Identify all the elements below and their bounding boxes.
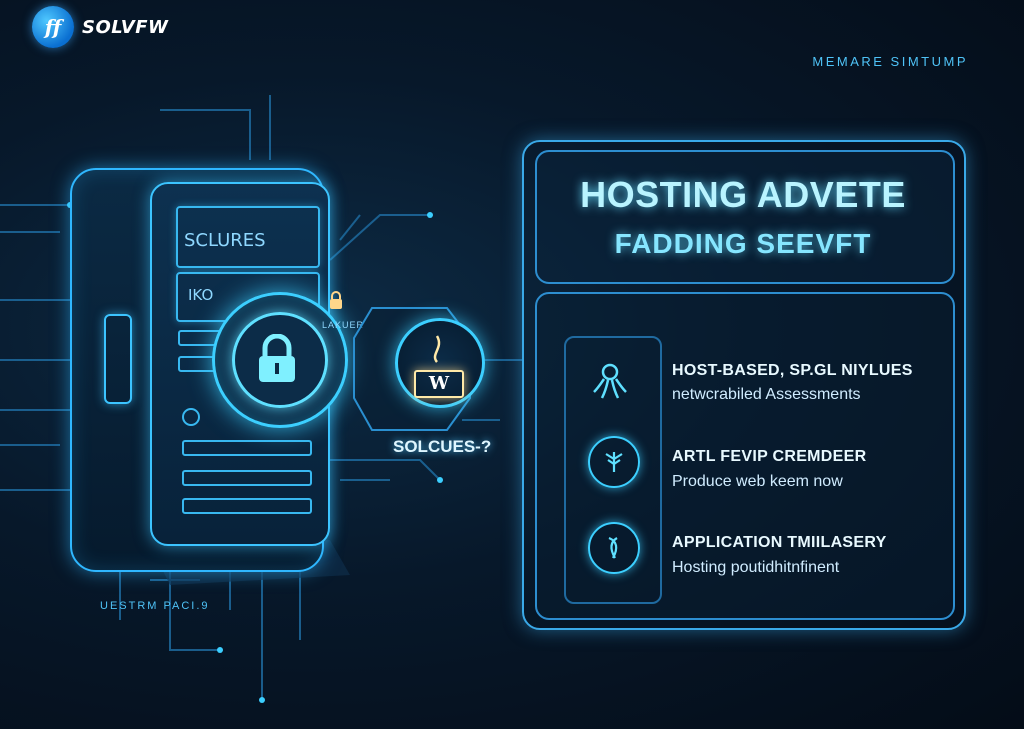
feature-subtitle: Produce web keem now	[672, 473, 843, 490]
header-box	[535, 150, 955, 284]
octopus-icon	[586, 358, 634, 406]
list-item	[588, 522, 640, 574]
list-item	[588, 436, 640, 488]
server-screen: SCLURES	[176, 206, 320, 268]
padlock-icon	[259, 334, 295, 382]
page-title: HOSTING ADVETE	[580, 174, 906, 215]
logo-icon: ff	[32, 6, 74, 48]
server-handle	[104, 314, 132, 404]
server-screen-label: SCLURES	[184, 230, 266, 251]
feature-subtitle: Hosting poutidhitnfinent	[672, 559, 840, 576]
lock-ring-inner	[232, 312, 328, 408]
server-slot	[182, 470, 312, 486]
list-item	[586, 358, 634, 406]
brand-logo[interactable]: ff SOLVFW	[32, 6, 168, 48]
info-panel	[522, 140, 966, 630]
shield-leaf-icon	[588, 436, 640, 488]
steam-icon	[433, 335, 441, 363]
server-panel-label: IKO	[188, 286, 214, 304]
web-badge-circle	[395, 318, 485, 408]
web-badge: W	[414, 370, 464, 398]
server-button-icon	[182, 408, 200, 426]
server-slot	[182, 498, 312, 514]
brand-name: SOLVFW	[82, 16, 169, 38]
feature-title: APPLICATION TMIILASERY	[672, 534, 887, 551]
feature-icon-column	[564, 336, 662, 604]
feature-subtitle: netwcrabiled Assessments	[672, 386, 861, 403]
feather-icon	[588, 522, 640, 574]
feature-title: ARTL FEVIP CREMDEER	[672, 448, 867, 465]
feature-title: HOST-BASED, SP.GL NIYLUES	[672, 362, 913, 379]
page-subtitle: FADDING SEEVFT	[614, 228, 872, 259]
bottom-tagline: UESTRM PACI.9	[100, 600, 210, 612]
server-slot	[182, 440, 312, 456]
small-lock-label: LAKUER	[322, 320, 365, 330]
device-caption: SOLCUES-?	[393, 437, 492, 456]
small-lock-icon	[330, 291, 342, 309]
top-tagline: MEMARE SIMTUMP	[812, 54, 968, 69]
